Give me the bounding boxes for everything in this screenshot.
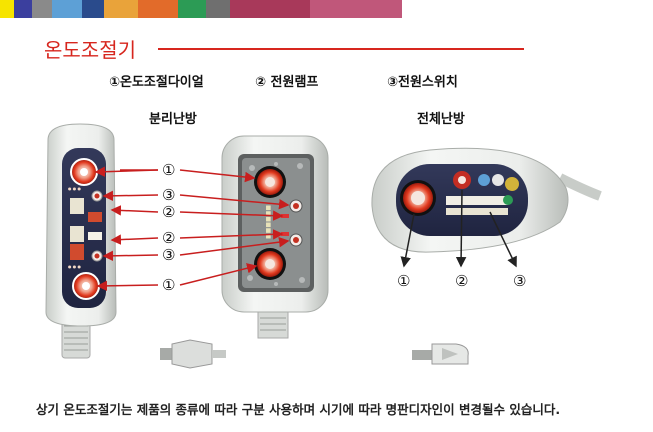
right-callout-number: ② — [455, 272, 469, 290]
swatch — [0, 0, 14, 18]
svg-text:● ● ●: ● ● ● — [68, 186, 82, 191]
page-title: 온도조절기 — [44, 38, 136, 62]
swatch — [52, 0, 82, 18]
box-controller: ■■■■■■ — [221, 135, 329, 339]
right-callout-arrows — [400, 189, 517, 268]
callout-arrows — [94, 166, 290, 292]
plug-left — [160, 339, 226, 369]
swatch — [104, 0, 138, 18]
swatch — [32, 0, 52, 18]
callout-number: ① — [162, 276, 176, 294]
right-heading: 전체난방 — [417, 112, 465, 127]
plug-right — [412, 343, 469, 365]
swatch — [14, 0, 32, 18]
callout-number: ① — [162, 161, 176, 179]
svg-text:■■■■■■: ■■■■■■ — [265, 205, 272, 239]
slim-controller: ● ● ● ● ● ● — [45, 123, 117, 359]
callout-number: ② — [162, 229, 176, 247]
legend-switch: ③전원스위치 — [387, 75, 458, 90]
swatch — [138, 0, 178, 18]
left-heading: 분리난방 — [149, 112, 197, 127]
svg-text:● ● ●: ● ● ● — [68, 264, 82, 269]
callout-number: ② — [162, 203, 176, 221]
swatch — [82, 0, 104, 18]
title-rule — [158, 48, 524, 50]
callout-number: ③ — [162, 186, 176, 204]
callout-number: ③ — [162, 246, 176, 264]
color-swatch-strip — [0, 0, 402, 18]
right-callout-number: ③ — [513, 272, 527, 290]
swatch — [230, 0, 310, 18]
right-callout-number: ① — [397, 272, 411, 290]
footer-note: 상기 온도조절기는 제품의 종류에 따라 구분 사용하며 시기에 따라 명판디자… — [36, 402, 561, 417]
swatch — [310, 0, 402, 18]
legend-lamp: ② 전원램프 — [255, 75, 319, 90]
oval-controller — [371, 147, 602, 253]
swatch — [206, 0, 230, 18]
swatch — [178, 0, 206, 18]
legend-dial: ①온도조절다이얼 — [109, 75, 204, 90]
